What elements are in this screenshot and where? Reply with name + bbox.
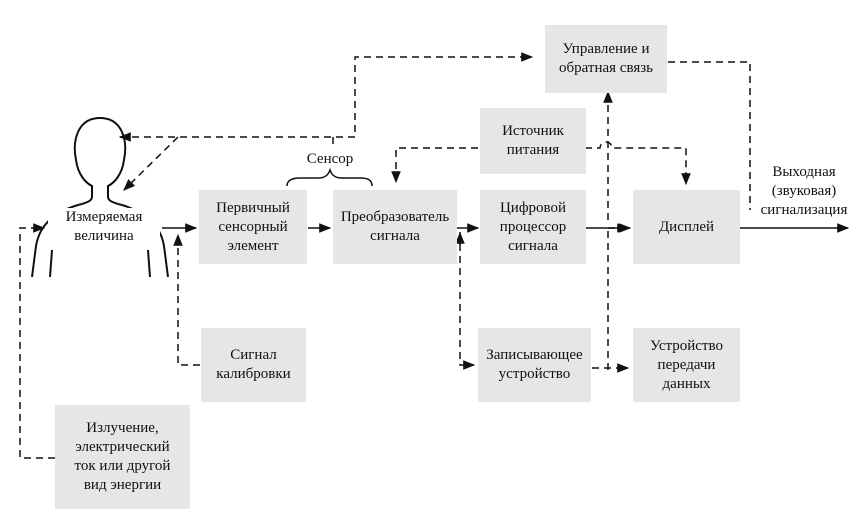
display-box: Дисплей [633,190,740,264]
power-supply-box: Источник питания [480,108,586,174]
dsp-box: Цифровой процессор сигнала [480,190,586,264]
control-feedback-box: Управление и обратная связь [545,25,667,93]
primary-sensing-element-box: Первичный сенсорный элемент [199,190,307,264]
output-signal-label: Выходная (звуковая) сигнализация [760,164,848,218]
recording-device-box: Записывающее устройство [478,328,591,402]
dashed-connections [19,52,751,459]
human-figure-icon [31,117,169,278]
measurand-label: Измеряемая величина [48,208,160,246]
energy-source-box: Излучение, электрический ток или другой … [55,405,190,509]
data-transmission-device-box: Устройство передачи данных [633,328,740,402]
calibration-signal-box: Сигнал калибровки [201,328,306,402]
signal-converter-box: Преобразователь сигнала [333,190,457,264]
sensor-brace [286,167,373,187]
sensor-label: Сенсор [306,151,354,167]
